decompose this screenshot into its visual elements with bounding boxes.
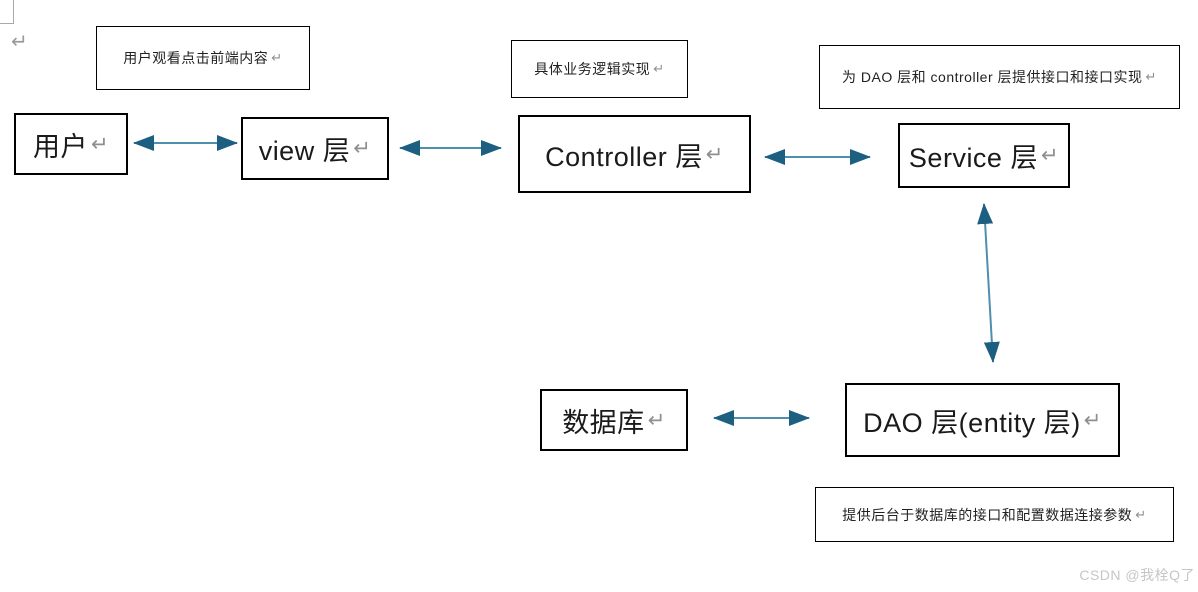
csdn-watermark: CSDN @我栓Q了 <box>1079 567 1195 583</box>
note-dao-box[interactable]: 提供后台于数据库的接口和配置数据连接参数↵ <box>815 487 1174 542</box>
node-service-label: Service 层 <box>908 143 1038 173</box>
node-user[interactable]: 用户↵ <box>14 113 128 175</box>
node-service-layer[interactable]: Service 层↵ <box>898 123 1070 188</box>
paragraph-mark-icon: ↵ <box>353 137 372 160</box>
note-controller-box[interactable]: 具体业务逻辑实现↵ <box>511 40 688 98</box>
node-database-label: 数据库 <box>562 407 645 438</box>
paragraph-mark-icon: ↵ <box>271 50 283 65</box>
paragraph-mark-icon: ↵ <box>1145 69 1157 84</box>
paragraph-mark-icon: ↵ <box>1040 144 1060 167</box>
paragraph-mark-icon: ↵ <box>1135 506 1147 522</box>
page-corner-mark <box>0 0 14 24</box>
note-user-label: 用户观看点击前端内容 <box>123 50 269 66</box>
paragraph-mark-icon: ↵ <box>11 31 28 53</box>
paragraph-mark-icon: ↵ <box>90 132 110 156</box>
node-dao-label: DAO 层(entity 层) <box>863 407 1081 438</box>
node-database[interactable]: 数据库↵ <box>540 389 688 451</box>
paragraph-mark-icon: ↵ <box>653 61 665 76</box>
node-controller-label: Controller 层 <box>545 141 703 172</box>
note-dao-label: 提供后台于数据库的接口和配置数据连接参数 <box>842 506 1133 523</box>
node-controller-layer[interactable]: Controller 层↵ <box>518 115 751 193</box>
note-controller-label: 具体业务逻辑实现 <box>534 61 651 77</box>
note-user-box[interactable]: 用户观看点击前端内容↵ <box>96 26 310 90</box>
note-service-label: 为 DAO 层和 controller 层提供接口和接口实现 <box>842 69 1143 85</box>
node-view-label: view 层 <box>258 136 351 166</box>
note-service-box[interactable]: 为 DAO 层和 controller 层提供接口和接口实现↵ <box>819 45 1180 109</box>
paragraph-mark-icon: ↵ <box>647 408 666 432</box>
node-user-label: 用户 <box>32 131 88 162</box>
paragraph-mark-icon: ↵ <box>705 142 724 166</box>
node-view-layer[interactable]: view 层↵ <box>241 117 389 180</box>
paragraph-mark-icon: ↵ <box>1083 408 1102 432</box>
arrow-service-dao[interactable] <box>977 203 1000 363</box>
node-dao-layer[interactable]: DAO 层(entity 层)↵ <box>845 383 1120 457</box>
